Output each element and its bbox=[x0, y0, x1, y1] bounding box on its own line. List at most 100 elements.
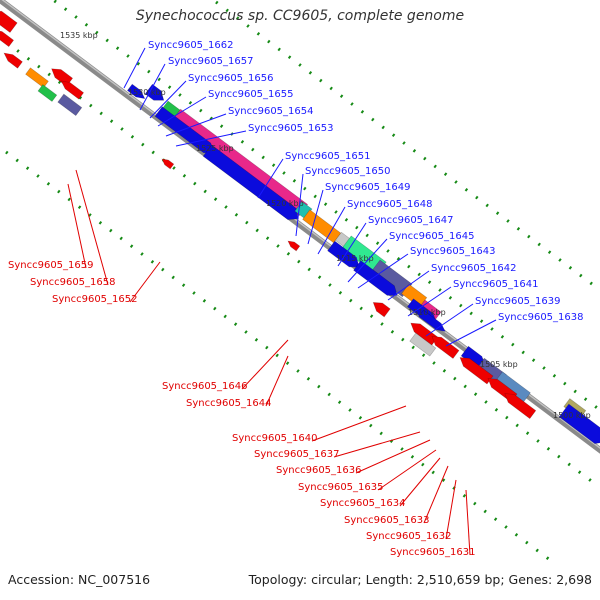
leader-line bbox=[123, 47, 146, 89]
tick-mark bbox=[454, 180, 458, 184]
tick-mark bbox=[401, 337, 405, 342]
leader-line bbox=[67, 183, 87, 269]
tick-mark bbox=[535, 548, 539, 553]
tick-mark bbox=[515, 423, 519, 428]
tick-mark bbox=[150, 260, 155, 264]
gene-label-reverse: Syncc9605_1659 bbox=[8, 260, 94, 271]
tick-mark bbox=[453, 376, 457, 381]
gene-reverse bbox=[504, 393, 537, 420]
tick-mark bbox=[271, 163, 276, 167]
tick-mark bbox=[459, 303, 463, 308]
tick-mark bbox=[525, 540, 529, 545]
tick-mark bbox=[442, 369, 447, 373]
gene-label-forward: Syncc9605_1653 bbox=[248, 123, 334, 134]
tick-mark bbox=[386, 249, 390, 253]
tick-mark bbox=[303, 186, 307, 191]
leader-line bbox=[465, 489, 471, 556]
tick-mark bbox=[412, 149, 417, 153]
gene-reverse bbox=[60, 80, 85, 100]
gene-reverse bbox=[409, 332, 437, 357]
tick-mark bbox=[267, 39, 271, 44]
tick-mark bbox=[380, 322, 384, 326]
tick-mark bbox=[552, 374, 557, 378]
tick-mark bbox=[396, 257, 401, 261]
tick-mark bbox=[463, 384, 467, 389]
gene-label-reverse: Syncc9605_1652 bbox=[52, 294, 138, 305]
tick-mark bbox=[495, 211, 500, 215]
tick-mark bbox=[375, 241, 380, 245]
gene-label-forward: Syncc9605_1642 bbox=[431, 263, 517, 274]
tick-mark bbox=[157, 77, 161, 82]
tick-mark bbox=[505, 415, 509, 420]
tick-mark bbox=[369, 423, 373, 428]
tick-mark bbox=[328, 283, 332, 287]
tick-mark bbox=[381, 125, 385, 130]
leader-line bbox=[265, 355, 289, 407]
gene-label-reverse: Syncc9605_1646 bbox=[162, 381, 248, 392]
tick-mark bbox=[319, 78, 323, 83]
tick-mark bbox=[47, 72, 51, 77]
tick-mark bbox=[25, 166, 30, 170]
leader-line bbox=[129, 261, 161, 303]
leader-line bbox=[423, 465, 449, 524]
gene-forward bbox=[126, 83, 146, 100]
tick-mark bbox=[334, 210, 338, 214]
tick-mark bbox=[77, 205, 82, 209]
tick-mark bbox=[547, 250, 552, 254]
tick-mark bbox=[306, 377, 311, 381]
tick-mark bbox=[462, 494, 467, 498]
leader-line bbox=[75, 169, 109, 286]
tick-mark bbox=[109, 119, 114, 123]
tick-mark bbox=[292, 179, 297, 183]
tick-mark bbox=[224, 205, 228, 209]
tick-mark bbox=[277, 47, 281, 52]
tick-mark bbox=[421, 353, 426, 357]
tick-mark bbox=[410, 455, 415, 459]
leader-line bbox=[307, 189, 324, 245]
tick-mark bbox=[504, 525, 508, 529]
tick-mark bbox=[484, 400, 488, 404]
tick-mark bbox=[225, 8, 229, 13]
gene-reverse bbox=[57, 93, 83, 117]
gene-label-reverse: Syncc9605_1636 bbox=[276, 465, 362, 476]
tick-mark bbox=[506, 219, 510, 223]
tick-mark bbox=[514, 533, 519, 537]
tick-mark bbox=[192, 291, 196, 295]
tick-mark bbox=[358, 416, 363, 420]
leader-line bbox=[257, 158, 284, 199]
tick-mark bbox=[588, 478, 592, 482]
gene-label-reverse: Syncc9605_1635 bbox=[298, 482, 384, 493]
gene-label-reverse: Syncc9605_1631 bbox=[390, 547, 476, 558]
tick-mark bbox=[431, 470, 435, 475]
gene-label-forward: Syncc9605_1643 bbox=[410, 246, 496, 257]
leader-line bbox=[295, 173, 304, 237]
tick-mark bbox=[443, 172, 448, 176]
tick-mark bbox=[521, 350, 525, 355]
tick-mark bbox=[255, 228, 259, 233]
tick-mark bbox=[558, 258, 562, 262]
tick-mark bbox=[115, 46, 120, 50]
gene-label-forward: Syncc9605_1662 bbox=[148, 40, 234, 51]
tick-mark bbox=[493, 517, 498, 521]
tick-mark bbox=[400, 447, 404, 451]
tick-mark bbox=[254, 338, 259, 342]
tick-mark bbox=[479, 319, 484, 323]
tick-mark bbox=[308, 71, 313, 75]
gene-label-forward: Syncc9605_1647 bbox=[368, 215, 454, 226]
gene-label-forward: Syncc9605_1638 bbox=[498, 312, 584, 323]
leader-line bbox=[407, 286, 452, 317]
tick-mark bbox=[417, 272, 421, 277]
tick-mark bbox=[26, 57, 31, 61]
leader-line bbox=[387, 270, 430, 301]
tick-mark bbox=[537, 242, 541, 247]
gene-reverse bbox=[37, 84, 58, 102]
gene-label-forward: Syncc9605_1651 bbox=[285, 151, 371, 162]
tick-mark bbox=[516, 227, 521, 231]
tick-mark bbox=[567, 462, 571, 467]
tick-mark bbox=[421, 462, 425, 467]
tick-mark bbox=[261, 155, 265, 160]
tick-mark bbox=[67, 197, 71, 202]
tick-mark bbox=[490, 327, 494, 331]
